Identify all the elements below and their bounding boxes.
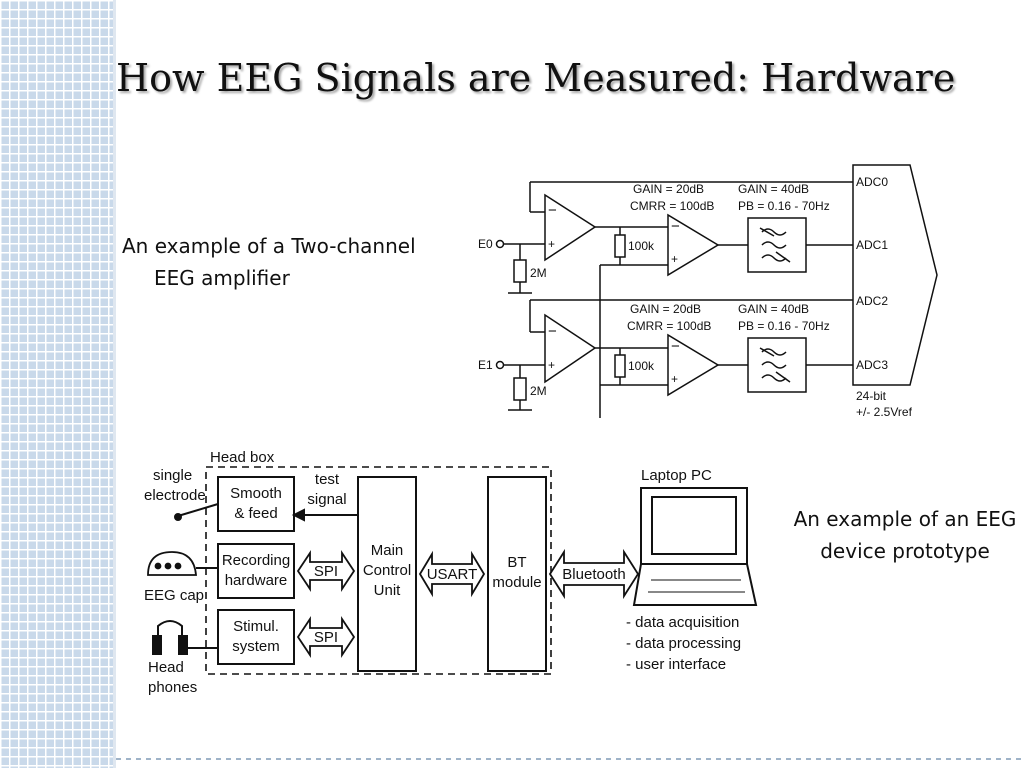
adc-bits-label: 24-bit: [856, 389, 887, 403]
laptop-label: Laptop PC: [641, 467, 712, 484]
stage2-pb-ch0: PB = 0.16 - 70Hz: [738, 199, 830, 213]
bottom-dotted-rule: [116, 758, 1024, 760]
head-phones-label-2: phones: [148, 679, 197, 696]
eeg-cap-label: EEG cap: [144, 587, 204, 604]
test-signal-label-1: test: [315, 471, 340, 488]
feature-data-acquisition: - data acquisition: [626, 614, 739, 631]
opamp2-plus-ch1: +: [671, 372, 678, 386]
spi-label-stimul: SPI: [314, 629, 338, 646]
stage2-gain-ch0: GAIN = 40dB: [738, 182, 809, 196]
bt-module-label-2: module: [492, 574, 541, 591]
headphones-icon: [152, 620, 188, 655]
head-phones-label-1: Head: [148, 659, 184, 676]
stage1-cmrr-ch1: CMRR = 100dB: [627, 319, 711, 333]
mcu-label-3: Unit: [374, 582, 402, 599]
opamp-plus-ch1: +: [548, 358, 555, 372]
mcu-label-2: Control: [363, 562, 411, 579]
adc1-label: ADC1: [856, 238, 888, 252]
adc0-label: ADC0: [856, 175, 888, 189]
stage1-cmrr-ch0: CMRR = 100dB: [630, 199, 714, 213]
stage2-gain-ch1: GAIN = 40dB: [738, 302, 809, 316]
laptop-icon: [632, 487, 758, 606]
device-caption: An example of an EEG device prototype: [793, 507, 1017, 563]
device-block-diagram: Head box single electrode EEG cap Head p…: [144, 449, 758, 696]
feature-data-processing: - data processing: [626, 635, 741, 652]
opamp-plus-ch0: +: [548, 237, 555, 251]
adc-vref-label: +/- 2.5Vref: [856, 405, 913, 419]
smooth-feed-label-1: Smooth: [230, 485, 282, 502]
single-electrode-label-1: single: [153, 467, 192, 484]
stage1-gain-ch0: GAIN = 20dB: [633, 182, 704, 196]
resistor-2m-label-ch0: 2M: [530, 266, 547, 280]
opamp2-minus-ch1: −: [671, 338, 680, 355]
smooth-feed-label-2: & feed: [234, 505, 277, 522]
stimul-system-label-1: Stimul.: [233, 618, 279, 635]
stimul-system-label-2: system: [232, 638, 280, 655]
feature-user-interface: - user interface: [626, 656, 726, 673]
resistor-2m-label-ch1: 2M: [530, 384, 547, 398]
usart-label: USART: [427, 566, 478, 583]
resistor-100k-label-ch0: 100k: [628, 239, 655, 253]
amplifier-caption-line2: EEG amplifier: [154, 266, 290, 290]
test-signal-label-2: signal: [307, 491, 346, 508]
resistor-100k-label-ch1: 100k: [628, 359, 655, 373]
amplifier-caption: An example of a Two-channel EEG amplifie…: [122, 230, 467, 294]
decorative-grid-strip: [0, 0, 113, 768]
recording-hardware-label-2: hardware: [225, 572, 288, 589]
adc2-label: ADC2: [856, 294, 888, 308]
opamp-minus-ch0: −: [548, 202, 557, 219]
single-electrode-label-2: electrode: [144, 487, 206, 504]
amplifier-caption-line1: An example of a Two-channel: [122, 234, 416, 258]
bt-module-label-1: BT: [507, 554, 526, 571]
head-box-label: Head box: [210, 449, 275, 466]
stage1-gain-ch1: GAIN = 20dB: [630, 302, 701, 316]
adc3-label: ADC3: [856, 358, 888, 372]
bluetooth-label: Bluetooth: [562, 566, 625, 583]
recording-hardware-label-1: Recording: [222, 552, 290, 569]
amplifier-schematic: E0 E1 2M 2M 100k 100k − + − + − + − + GA…: [478, 164, 938, 419]
opamp2-minus-ch0: −: [671, 218, 680, 235]
input-e1-label: E1: [478, 358, 493, 372]
stage2-pb-ch1: PB = 0.16 - 70Hz: [738, 319, 830, 333]
spi-label-recording: SPI: [314, 563, 338, 580]
eeg-cap-icon: [147, 551, 197, 576]
slide-title: How EEG Signals are Measured: Hardware: [116, 56, 956, 100]
input-e0-label: E0: [478, 237, 493, 251]
strip-edge: [113, 0, 116, 768]
opamp2-plus-ch0: +: [671, 252, 678, 266]
opamp-minus-ch1: −: [548, 323, 557, 340]
mcu-label-1: Main: [371, 542, 404, 559]
